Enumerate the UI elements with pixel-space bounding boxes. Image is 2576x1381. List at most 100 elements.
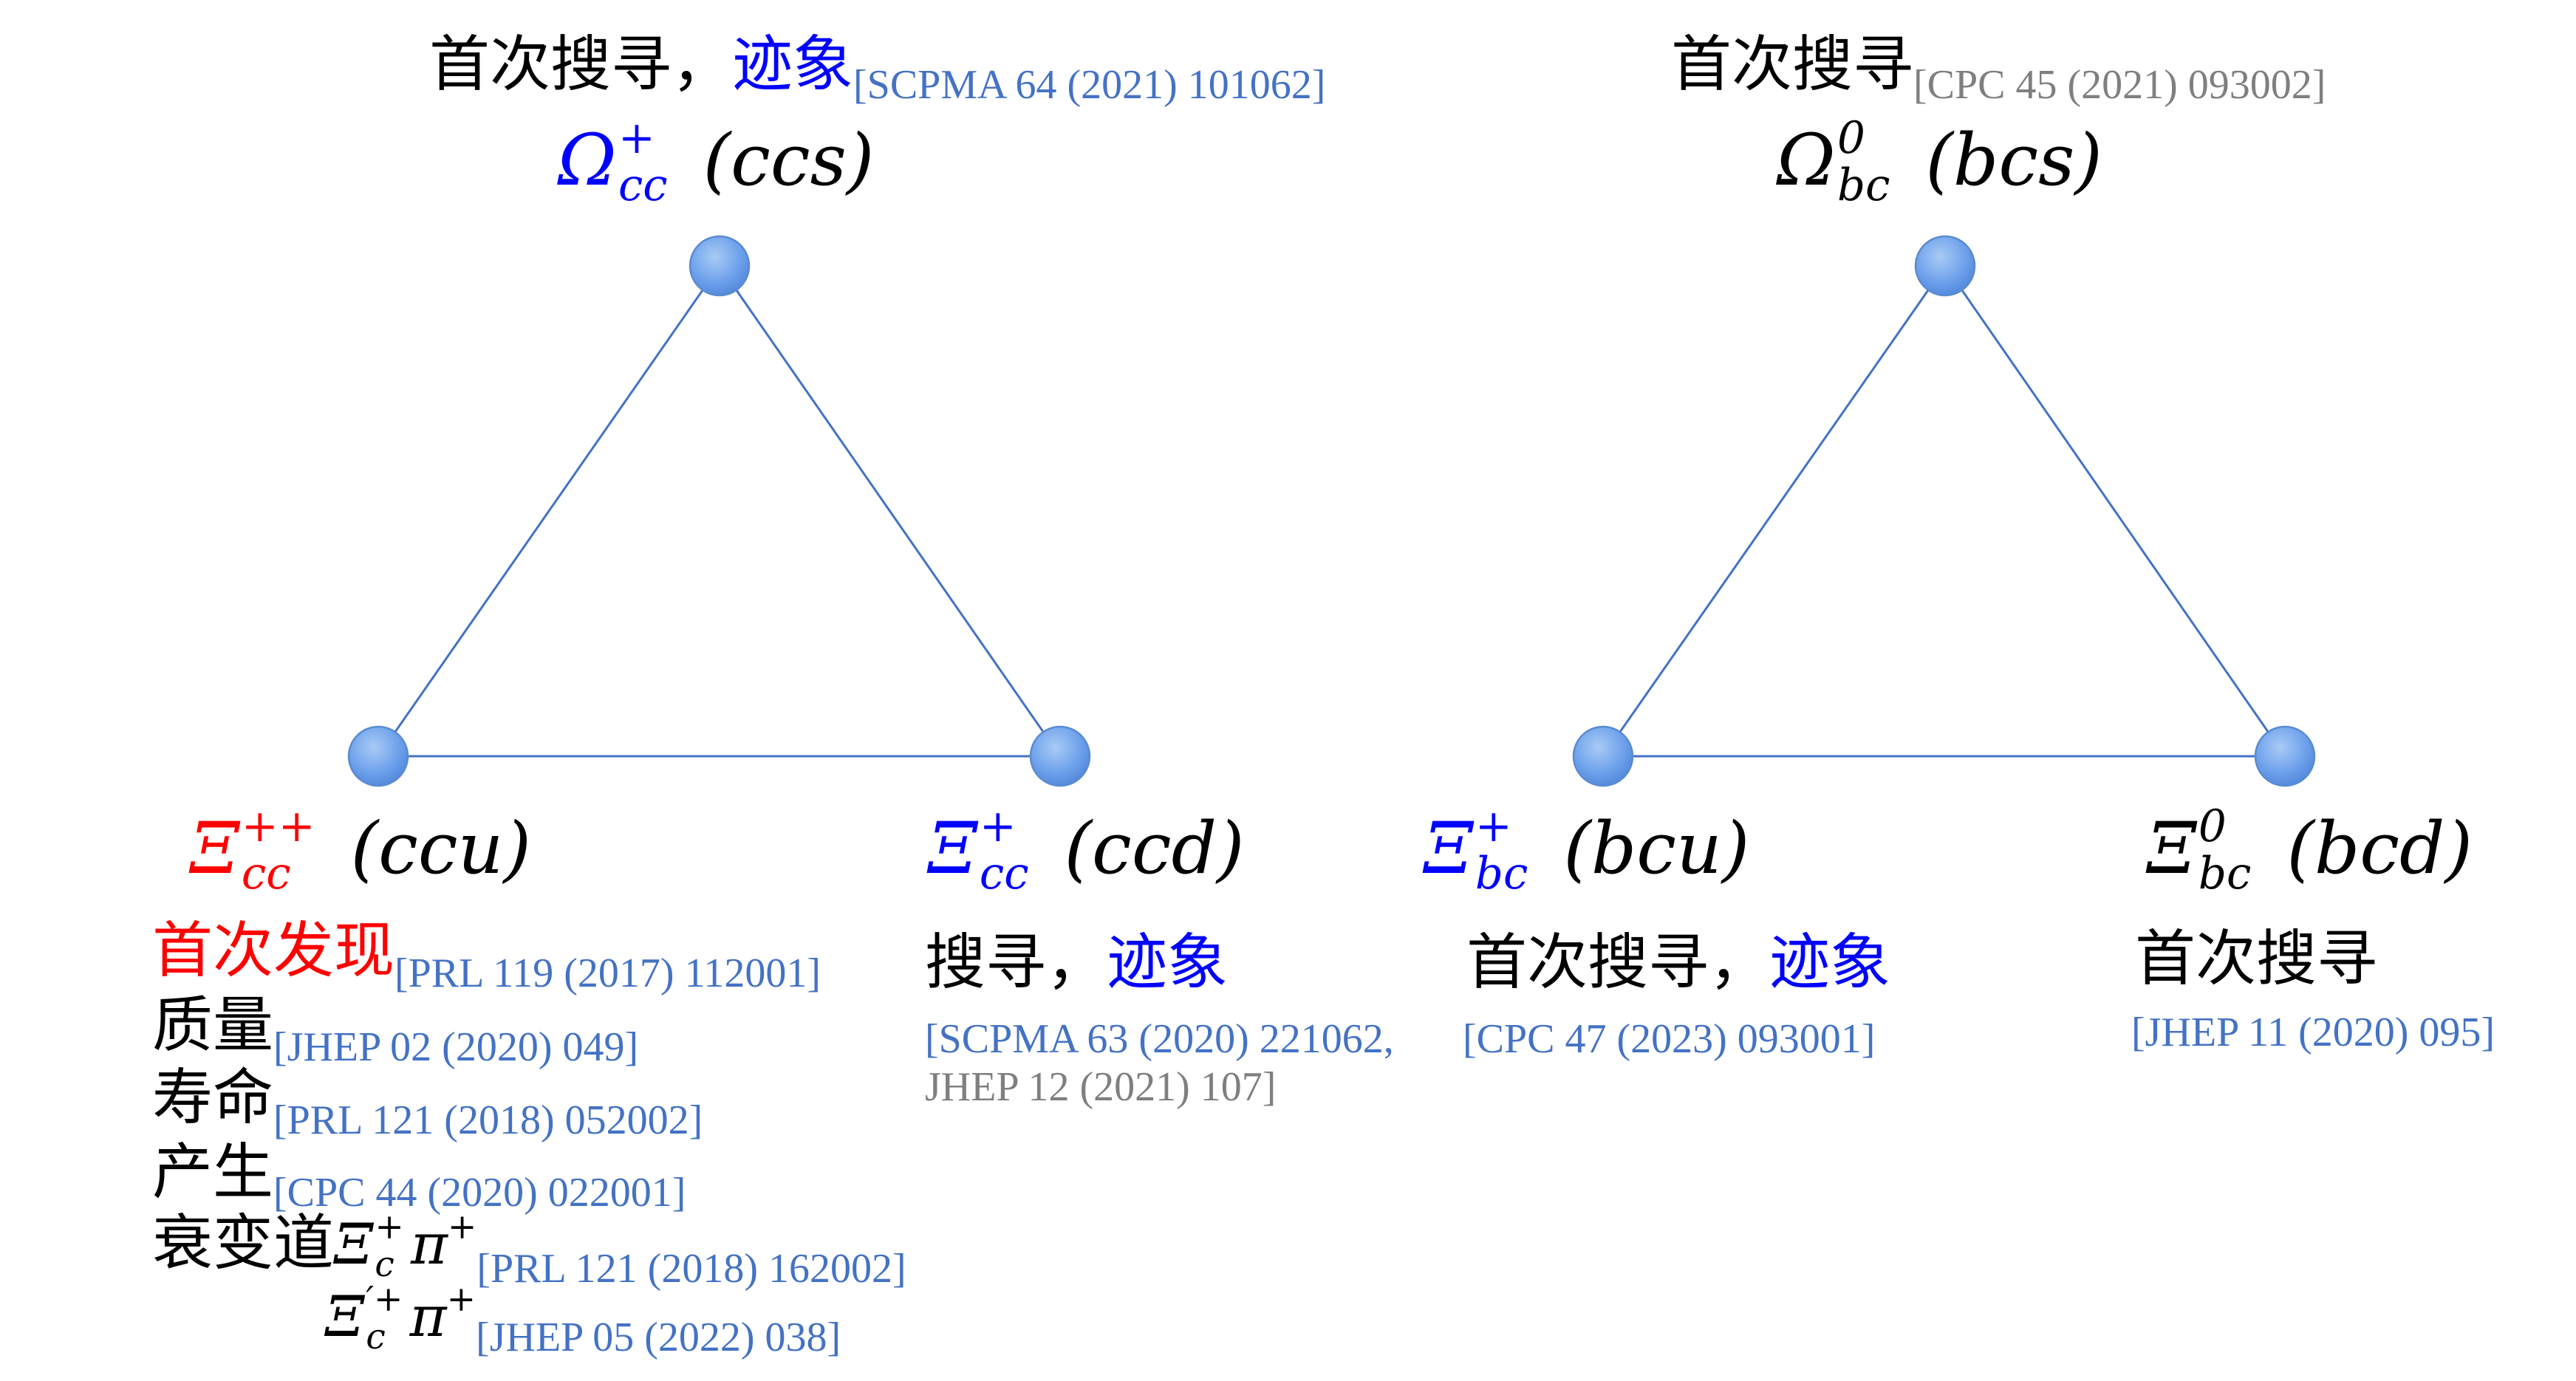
finding-row: 寿命[PRL 121 (2018) 052002]	[152, 1054, 703, 1142]
reference: [CPC 47 (2023) 093001]	[1463, 1016, 1876, 1062]
quark-content: (bcd)	[2286, 807, 2473, 890]
finding-text: 首次发现	[152, 916, 395, 986]
label-xi-cc-plusplus: Ξ++cc (ccu)	[190, 775, 531, 922]
note-text: 首次搜寻	[2135, 924, 2378, 994]
label-xi-cc-plus: Ξ+cc (ccd)	[928, 775, 1244, 922]
superscript: ++	[241, 801, 315, 853]
edge-omega-bc-to-xi-bc-zero	[1944, 265, 2286, 757]
node-xi-cc-plusplus	[347, 725, 409, 787]
superscript: +	[1475, 801, 1512, 853]
edge-omega-cc-to-xi-cc-plus	[718, 265, 1062, 757]
note-highlight: 迹象	[1107, 928, 1229, 998]
decay-sub-superscript: ′+c	[366, 1281, 403, 1357]
finding-text: 产生	[152, 1137, 274, 1207]
baryon-symbol: Ξ	[190, 807, 240, 890]
sub-superscript: +cc	[618, 113, 668, 212]
edge-omega-bc-to-xi-bc-plus	[1602, 265, 1947, 757]
sub-superscript: ++cc	[242, 803, 315, 899]
edge-omega-cc-to-xi-cc-plusplus	[377, 265, 721, 757]
note-highlight: 迹象	[732, 30, 854, 100]
label-omega-cc: Ω+cc (ccs)	[558, 86, 874, 234]
node-xi-bc-plus	[1572, 725, 1634, 787]
subscript: bc	[1475, 849, 1528, 900]
subscript: bc	[1837, 160, 1890, 212]
reference: [SCPMA 64 (2021) 101062]	[853, 62, 1326, 108]
reference: [PRL 121 (2018) 162002]	[476, 1246, 906, 1292]
baryon-symbol: Ξ	[1424, 807, 1474, 890]
quark-content: (bcs)	[1925, 119, 2102, 202]
baryon-symbol: Ξ	[928, 807, 978, 890]
finding-row: 质量[JHEP 02 (2020) 049]	[152, 981, 638, 1070]
subscript: cc	[618, 160, 668, 212]
right-triangle	[1572, 235, 2316, 787]
node-omega-bc	[1914, 235, 1976, 297]
reference: [CPC 45 (2021) 093002]	[1913, 62, 2326, 108]
quark-content: (ccs)	[703, 119, 875, 202]
reference: [PRL 121 (2018) 052002]	[273, 1097, 703, 1143]
note-text: 首次搜寻，	[429, 30, 733, 100]
superscript: 0	[2198, 801, 2227, 853]
reference: JHEP 12 (2021) 107]	[925, 1064, 1277, 1110]
note-text: 首次搜寻，	[1466, 928, 1770, 998]
sub-superscript: +cc	[980, 803, 1029, 899]
note-xi-cc-plus: 搜寻，迹象	[925, 919, 1228, 1007]
quark-content: (ccd)	[1064, 807, 1245, 890]
superscript: +	[375, 1207, 404, 1248]
superscript: ′+	[366, 1279, 403, 1320]
reference: [PRL 119 (2017) 112001]	[394, 950, 821, 996]
baryon-symbol: Ω	[1777, 119, 1836, 202]
note-omega-cc: 首次搜寻，迹象[SCPMA 64 (2021) 101062]	[429, 21, 1325, 109]
decay-meson-superscript: +	[447, 1207, 477, 1248]
reference: [CPC 44 (2020) 022001]	[273, 1170, 686, 1216]
decay-sub-superscript: +c	[375, 1207, 404, 1285]
finding-text: 质量	[152, 990, 274, 1060]
decay-meson-symbol: π	[410, 1211, 448, 1277]
subscript: c	[375, 1244, 394, 1285]
note-omega-bc: 首次搜寻[CPC 45 (2021) 093002]	[1671, 21, 2326, 109]
node-xi-cc-plus	[1029, 725, 1091, 787]
subscript: cc	[241, 849, 291, 900]
quark-content: (bcu)	[1563, 807, 1750, 890]
label-xi-bc-plus: Ξ+bc (bcu)	[1424, 775, 1749, 922]
finding-text: 衰变道	[152, 1208, 335, 1278]
note-highlight: 迹象	[1769, 928, 1891, 998]
decay-meson-symbol: π	[409, 1284, 447, 1349]
note-text: 搜寻，	[925, 928, 1107, 998]
finding-row: 首次发现[PRL 119 (2017) 112001]	[152, 907, 821, 996]
subscript: c	[366, 1316, 386, 1357]
note-xi-bc-zero: 首次搜寻	[2135, 915, 2377, 1004]
decay-baryon-symbol: Ξ	[325, 1284, 365, 1349]
superscript: 0	[1837, 113, 1865, 165]
node-xi-bc-zero	[2254, 725, 2316, 787]
superscript: +	[979, 801, 1017, 853]
reference: [JHEP 05 (2022) 038]	[476, 1315, 841, 1360]
finding-row: 产生[CPC 44 (2020) 022001]	[152, 1128, 686, 1217]
subscript: cc	[979, 849, 1029, 900]
decay-baryon-symbol: Ξ	[334, 1211, 374, 1277]
quark-content: (ccu)	[350, 807, 531, 890]
note-xi-bc-plus: 首次搜寻，迹象	[1466, 919, 1890, 1007]
superscript: +	[618, 113, 655, 165]
left-triangle	[347, 235, 1091, 787]
baryon-symbol: Ω	[558, 119, 617, 202]
node-omega-cc	[689, 235, 751, 297]
subscript: bc	[2198, 849, 2252, 900]
reference: [SCPMA 63 (2020) 221062,	[925, 1016, 1394, 1062]
decay-meson-superscript: +	[446, 1279, 476, 1320]
reference: [JHEP 02 (2020) 049]	[273, 1024, 639, 1070]
sub-superscript: +bc	[1475, 803, 1528, 899]
baryon-symbol: Ξ	[2147, 807, 2197, 890]
finding-text: 寿命	[152, 1063, 274, 1133]
reference: [JHEP 11 (2020) 095]	[2131, 1010, 2495, 1055]
note-text: 首次搜寻	[1671, 30, 1914, 100]
